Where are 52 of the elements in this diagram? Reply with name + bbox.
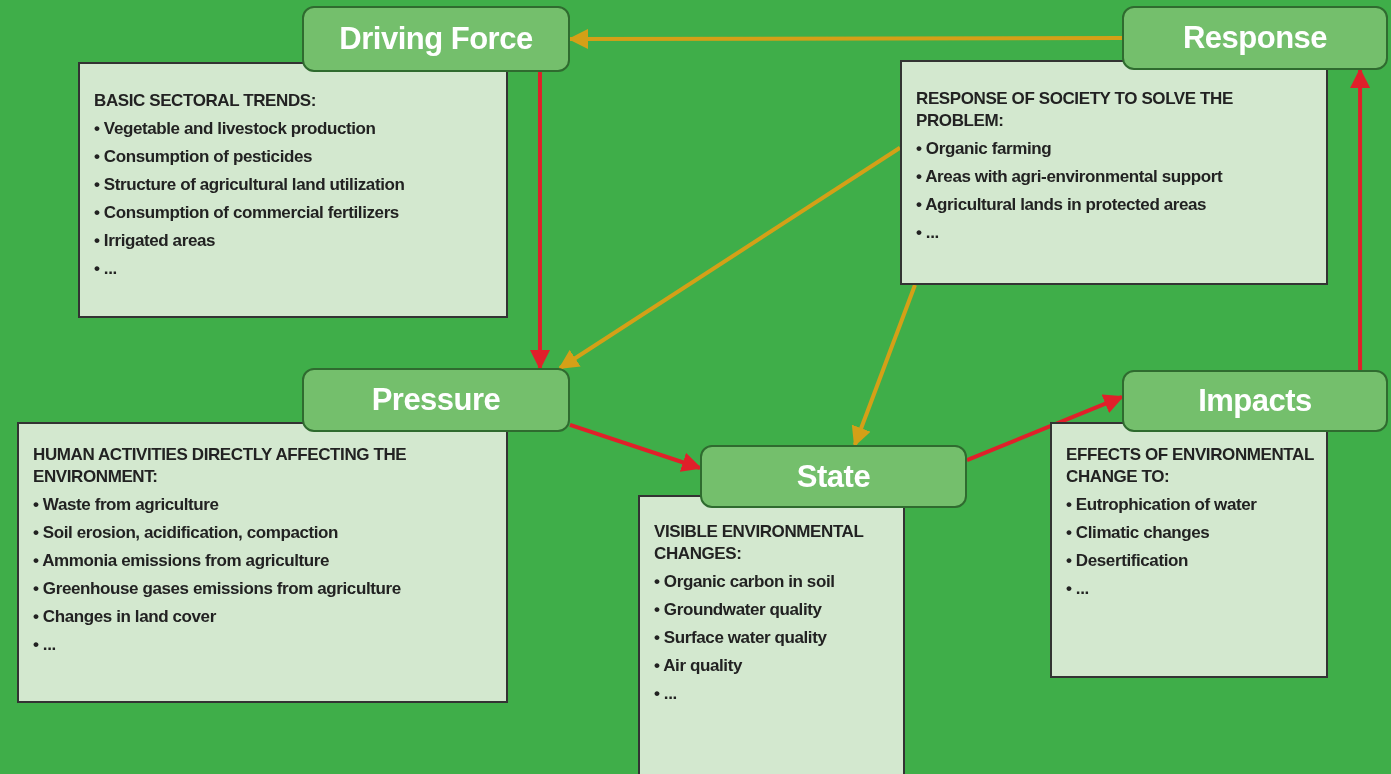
arrow bbox=[530, 72, 550, 370]
box-heading: EFFECTS OF ENVIRONMENTAL CHANGE TO: bbox=[1066, 444, 1315, 488]
arrow bbox=[569, 423, 702, 472]
bullet-item: • Ammonia emissions from agriculture bbox=[33, 550, 330, 572]
bullet-item: • ... bbox=[94, 258, 117, 280]
bullet-item: • ... bbox=[654, 683, 677, 705]
header-tab bbox=[302, 368, 570, 432]
bullet-item: • Organic carbon in soil bbox=[654, 571, 835, 593]
indicator-box bbox=[17, 422, 508, 703]
indicator-box bbox=[78, 62, 508, 318]
bullet-item: • Consumption of commercial fertilizers bbox=[94, 202, 399, 224]
header-title: Driving Force bbox=[339, 21, 533, 57]
bullet-item: • Organic farming bbox=[916, 138, 1052, 160]
arrow bbox=[558, 146, 902, 370]
indicator-box bbox=[638, 495, 905, 774]
bullet-item: • ... bbox=[916, 222, 939, 244]
bullet-item: • Groundwater quality bbox=[654, 599, 822, 621]
bullet-item: • Air quality bbox=[654, 655, 742, 677]
bullet-item: • Structure of agricultural land utilization bbox=[94, 174, 405, 196]
header-title: Response bbox=[1182, 20, 1328, 56]
arrow bbox=[568, 28, 1122, 49]
indicator-box bbox=[1050, 422, 1328, 678]
header-title: State bbox=[796, 458, 871, 495]
bullet-item: • Greenhouse gases emissions from agriculture bbox=[33, 578, 401, 600]
indicator-box bbox=[900, 60, 1328, 285]
header-tab bbox=[1122, 370, 1388, 432]
bullet-item: • Climatic changes bbox=[1066, 522, 1210, 544]
bullet-item: • Agricultural lands in protected areas bbox=[916, 194, 1207, 216]
bullet-item: • Desertification bbox=[1066, 550, 1188, 572]
arrow bbox=[851, 284, 917, 447]
box-heading: VISIBLE ENVIRONMENTAL CHANGES: bbox=[654, 521, 865, 565]
bullet-item: • Waste from agriculture bbox=[33, 494, 219, 516]
bullet-item: • Soil erosion, acidification, compaction bbox=[33, 522, 339, 544]
bullet-item: • Areas with agri-environmental support bbox=[916, 166, 1223, 188]
bullet-item: • Surface water quality bbox=[654, 627, 827, 649]
arrow bbox=[966, 394, 1124, 462]
header-tab bbox=[302, 6, 570, 72]
bullet-item: • Changes in land cover bbox=[33, 606, 216, 628]
bullet-item: • Irrigated areas bbox=[94, 230, 216, 252]
header-title: Pressure bbox=[371, 382, 501, 418]
bullet-item: • Vegetable and livestock production bbox=[94, 118, 376, 140]
header-tab bbox=[700, 445, 967, 508]
box-heading: BASIC SECTORAL TRENDS: bbox=[94, 90, 316, 112]
bullet-item: • Consumption of pesticides bbox=[94, 146, 313, 168]
bullet-item: • ... bbox=[33, 634, 56, 656]
header-title: Impacts bbox=[1198, 383, 1312, 419]
box-heading: HUMAN ACTIVITIES DIRECTLY AFFECTING THE ENVIRONMENT: bbox=[33, 444, 408, 488]
header-tab bbox=[1122, 6, 1388, 70]
box-heading: RESPONSE OF SOCIETY TO SOLVE THE PROBLEM: bbox=[916, 88, 1234, 132]
arrow bbox=[1350, 68, 1371, 370]
bullet-item: • Eutrophication of water bbox=[1066, 494, 1257, 516]
bullet-item: • ... bbox=[1066, 578, 1089, 600]
